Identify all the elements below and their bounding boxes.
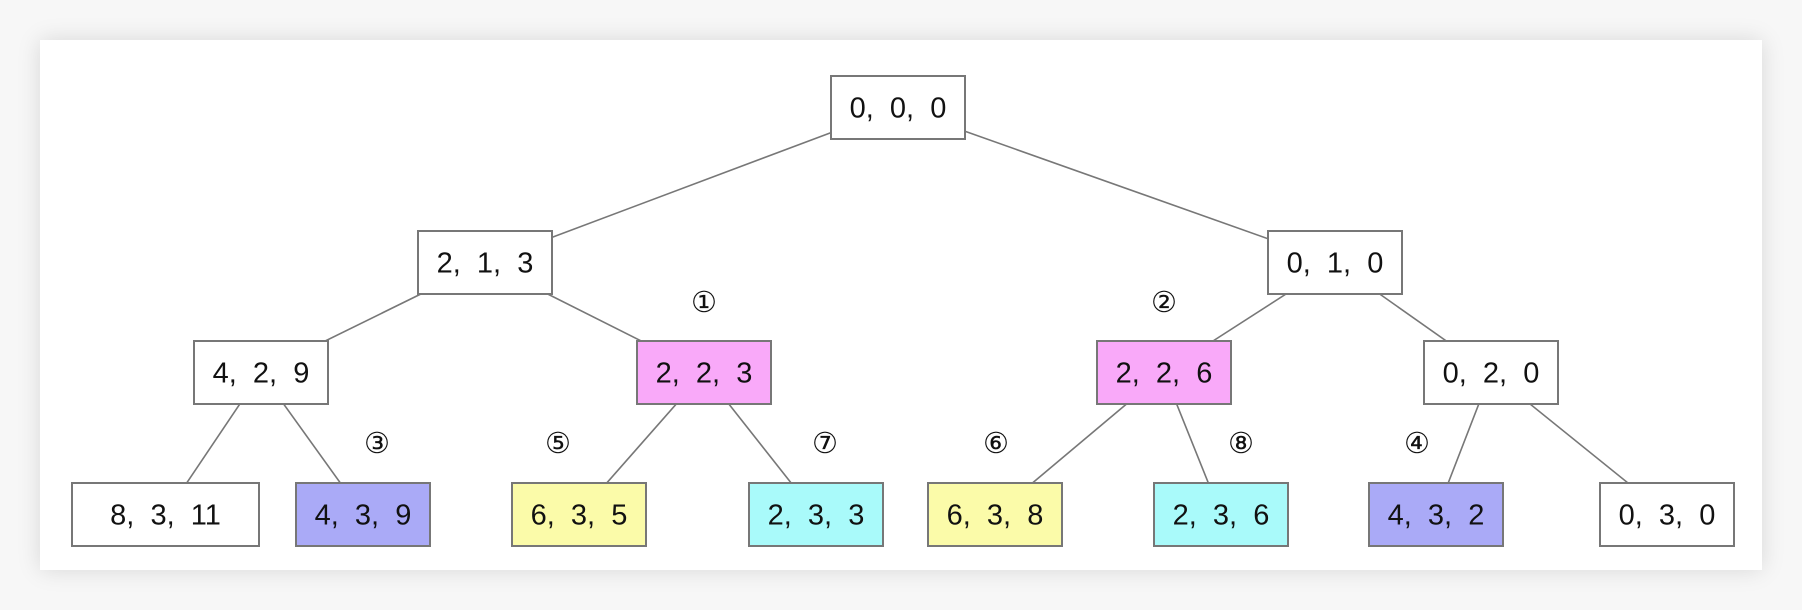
- node-label: 2, 3, 3: [768, 500, 865, 532]
- order-mark-l2-c: ②: [1151, 287, 1177, 319]
- node-label: 2, 1, 3: [437, 248, 534, 280]
- node-label: 0, 2, 0: [1443, 358, 1540, 390]
- order-mark-l3-e: ⑥: [983, 428, 1009, 460]
- edges-layer: [164, 106, 1668, 516]
- node-label: 0, 0, 0: [850, 93, 947, 125]
- edge-root-to-l1-right: [897, 106, 1336, 264]
- tree-node-l2-a: 4, 2, 9: [193, 340, 329, 405]
- order-mark-l3-d: ⑦: [812, 428, 838, 460]
- node-label: 2, 2, 3: [656, 358, 753, 390]
- tree-node-l2-d: 0, 2, 0: [1423, 340, 1559, 405]
- node-box: [636, 340, 772, 405]
- node-box: [1267, 230, 1403, 295]
- edge-root-to-l1-left: [484, 106, 899, 264]
- node-label: 4, 3, 9: [315, 500, 412, 532]
- node-label: 2, 3, 6: [1173, 500, 1270, 532]
- order-mark-l3-c: ⑤: [545, 428, 571, 460]
- tree-node-l3-d: 2, 3, 3: [748, 482, 884, 547]
- order-mark-l3-g: ④: [1404, 428, 1430, 460]
- tree-node-l1-left: 2, 1, 3: [417, 230, 553, 295]
- tree-node-l3-e: 6, 3, 8: [927, 482, 1063, 547]
- tree-node-l3-a: 8, 3, 11: [71, 482, 260, 547]
- tree-node-root: 0, 0, 0: [830, 75, 966, 140]
- node-box: [295, 482, 431, 547]
- node-box: [927, 482, 1063, 547]
- tree-node-l3-f: 2, 3, 6: [1153, 482, 1289, 547]
- node-label: 0, 3, 0: [1619, 500, 1716, 532]
- tree-node-l2-b: 2, 2, 3: [636, 340, 772, 405]
- order-mark-l3-f: ⑧: [1228, 428, 1254, 460]
- order-marks-layer: ① ② ③ ⑤ ⑦ ⑥ ⑧ ④: [364, 287, 1430, 460]
- node-box: [1368, 482, 1504, 547]
- node-label: 2, 2, 6: [1116, 358, 1213, 390]
- node-box: [1153, 482, 1289, 547]
- node-label: 4, 3, 2: [1388, 500, 1485, 532]
- node-label: 0, 1, 0: [1287, 248, 1384, 280]
- order-mark-l2-b: ①: [691, 287, 717, 319]
- node-label: 4, 2, 9: [213, 358, 310, 390]
- node-box: [193, 340, 329, 405]
- tree-node-l3-b: 4, 3, 9: [295, 482, 431, 547]
- order-mark-l3-b: ③: [364, 428, 390, 460]
- node-box: [71, 482, 260, 547]
- tree-node-l3-h: 0, 3, 0: [1599, 482, 1735, 547]
- tree-node-l3-c: 6, 3, 5: [511, 482, 647, 547]
- tree-node-l3-g: 4, 3, 2: [1368, 482, 1504, 547]
- node-box: [748, 482, 884, 547]
- tree-node-l2-c: 2, 2, 6: [1096, 340, 1232, 405]
- node-box: [1096, 340, 1232, 405]
- node-label: 6, 3, 5: [531, 500, 628, 532]
- node-box: [830, 75, 966, 140]
- node-box: [511, 482, 647, 547]
- node-box: [1599, 482, 1735, 547]
- nodes-layer: 0, 0, 0 2, 1, 3 0, 1, 0 4, 2, 9 2, 2, 3 2, 2,…: [71, 75, 1735, 547]
- node-label: 6, 3, 8: [947, 500, 1044, 532]
- tree-node-l1-right: 0, 1, 0: [1267, 230, 1403, 295]
- node-box: [417, 230, 553, 295]
- node-box: [1423, 340, 1559, 405]
- node-label: 8, 3, 11: [110, 500, 221, 532]
